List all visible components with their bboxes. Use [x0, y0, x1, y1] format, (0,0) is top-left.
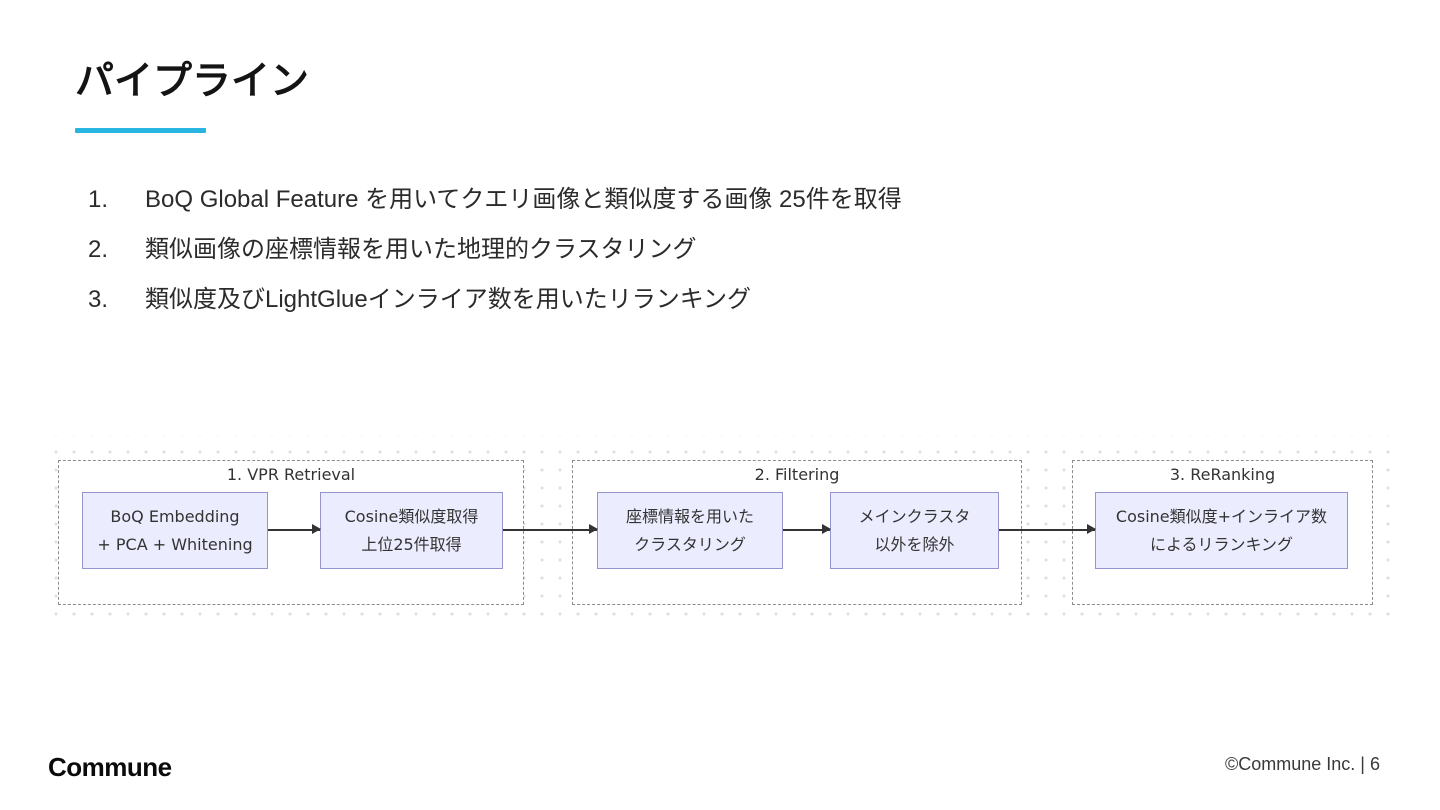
- node-text-line: によるリランキング: [1149, 534, 1294, 554]
- flow-arrow: [999, 524, 1096, 535]
- list-item: 1. BoQ Global Feature を用いてクエリ画像と類似度する画像 …: [88, 184, 902, 216]
- list-item: 3. 類似度及びLightGlueインライア数を用いたリランキング: [88, 284, 902, 316]
- node-text-line: クラスタリング: [634, 534, 746, 554]
- node-geo-clustering: 座標情報を用いた クラスタリング: [597, 492, 783, 569]
- arrowhead-icon: [1087, 524, 1096, 535]
- node-text-line: Cosine類似度+インライア数: [1115, 506, 1328, 526]
- arrowhead-icon: [822, 524, 831, 535]
- node-text-line: 上位25件取得: [361, 534, 462, 554]
- pipeline-steps-list: 1. BoQ Global Feature を用いてクエリ画像と類似度する画像 …: [88, 184, 902, 334]
- list-item-number: 3.: [88, 286, 109, 313]
- flow-arrow: [503, 524, 598, 535]
- commune-logo: Commune: [48, 752, 172, 782]
- list-item-number: 2.: [88, 236, 109, 263]
- list-item: 2. 類似画像の座標情報を用いた地理的クラスタリング: [88, 234, 902, 266]
- node-text-line: 以外を除外: [874, 534, 955, 554]
- list-item-text: 類似度及びLightGlueインライア数を用いたリランキング: [145, 286, 752, 313]
- group-title: 3. ReRanking: [1169, 465, 1276, 484]
- flow-arrow: [783, 524, 831, 535]
- node-text-line: 座標情報を用いた: [625, 506, 754, 526]
- group-title: 2. Filtering: [754, 465, 840, 484]
- list-item-text: 類似画像の座標情報を用いた地理的クラスタリング: [145, 236, 697, 263]
- copyright-page-number: ©Commune Inc. | 6: [1225, 754, 1380, 774]
- node-exclude-non-main-cluster: 座標情報を用いた メインクラスタ 以外を除外: [830, 492, 999, 569]
- node-text-line: + PCA + Whitening: [97, 534, 253, 554]
- list-item-text: BoQ Global Feature を用いてクエリ画像と類似度する画像 25件…: [145, 186, 902, 213]
- page-title: パイプライン: [75, 60, 310, 103]
- node-boq-embedding: BoQ Embedding + PCA + Whitening: [82, 492, 268, 569]
- flow-arrow: [268, 524, 321, 535]
- title-accent-bar: [75, 128, 206, 133]
- arrowhead-icon: [312, 524, 321, 535]
- node-text-line: メインクラスタ: [858, 506, 971, 526]
- list-item-number: 1.: [88, 186, 109, 213]
- node-text-line: Cosine類似度取得: [344, 506, 479, 526]
- node-reranking: Cosine類似度+インライア数 によるリランキング: [1095, 492, 1348, 569]
- node-text-line: BoQ Embedding: [110, 506, 240, 526]
- arrowhead-icon: [589, 524, 598, 535]
- group-title: 1. VPR Retrieval: [226, 465, 356, 484]
- node-cosine-similarity-top25: Cosine類似度取得 上位25件取得: [320, 492, 503, 569]
- pipeline-flowchart: 1. VPR Retrieval 2. Filtering 3. ReRanki…: [45, 435, 1401, 629]
